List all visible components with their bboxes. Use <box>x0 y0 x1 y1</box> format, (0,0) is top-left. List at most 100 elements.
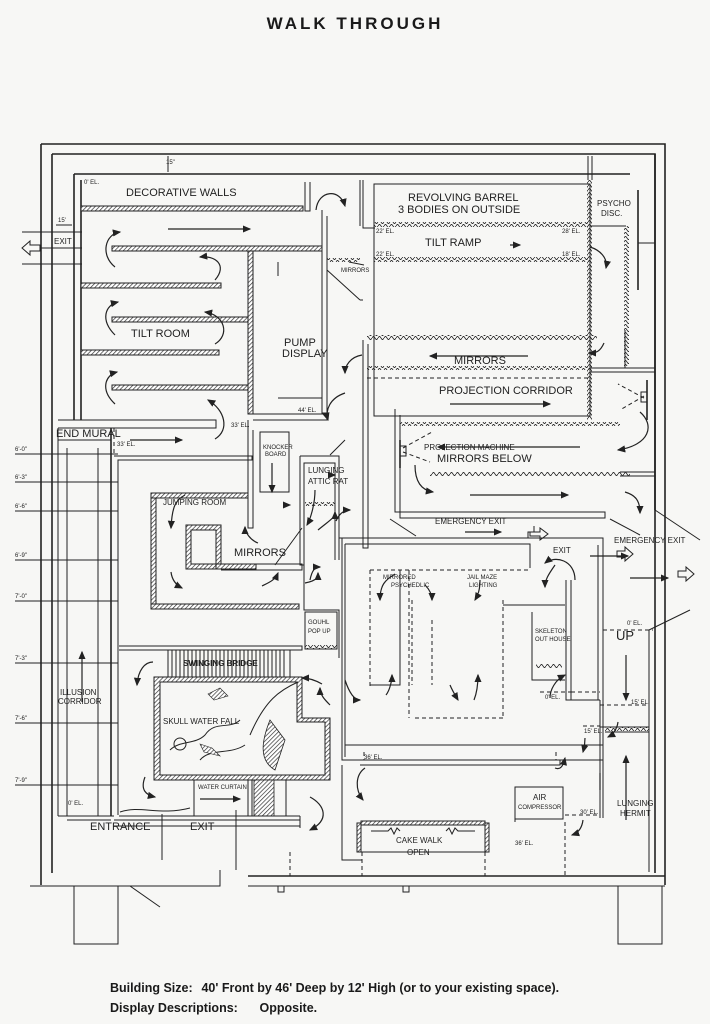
display-descriptions-row: Display Descriptions: Opposite. <box>110 998 559 1018</box>
label-pop-up: POP UP <box>308 629 331 635</box>
el-44: 44' EL. <box>298 408 317 414</box>
label-skeleton: SKELETON <box>535 629 567 635</box>
label-swinging-bridge: SWINGING BRIDGE <box>183 659 258 668</box>
el-22-a: 22' EL. <box>376 229 395 235</box>
mirror-diagonals <box>326 258 365 301</box>
label-mirrors-jumping: MIRRORS <box>234 547 286 559</box>
label-skull-water-fall: SKULL WATER FALL <box>163 717 240 726</box>
label-out-house: OUT HOUSE <box>535 637 571 643</box>
dimension-marks <box>56 156 169 226</box>
label-corridor: CORRIDOR <box>58 697 102 706</box>
label-lighting: LIGHTING <box>469 583 498 589</box>
display-descriptions-label: Display Descriptions: <box>110 1001 238 1015</box>
height-6-6: 6'-6" <box>15 504 27 510</box>
el-36-b: 36' EL. <box>515 841 534 847</box>
footer-specs: Building Size: 40' Front by 46' Deep by … <box>110 978 559 1018</box>
maze-area <box>339 537 604 761</box>
label-lunging: LUNGING <box>308 466 344 475</box>
illusion-corridor-area <box>57 428 301 827</box>
el-33-b: 33' EL. <box>117 442 136 448</box>
label-jail-maze: JAIL MAZE <box>467 575 497 581</box>
label-air: AIR <box>533 793 547 802</box>
label-end-mural: END MURAL <box>56 428 121 440</box>
label-emergency-exit-2: EMERGENCY EXIT <box>614 536 686 545</box>
label-disc: DISC. <box>601 209 622 218</box>
projection-corridors <box>362 144 701 549</box>
height-6-3: 6'-3" <box>15 475 27 481</box>
label-lunging-hermit-2: HERMIT <box>620 809 651 818</box>
label-compressor: COMPRESSOR <box>518 805 562 811</box>
el-28: 28' EL. <box>562 229 581 235</box>
skull-waterfall-area <box>119 649 331 828</box>
label-illusion: ILLUSION <box>60 688 97 697</box>
exit-left-arrow-icon <box>21 239 41 257</box>
label-board: BOARD <box>265 452 287 458</box>
label-decorative-walls: DECORATIVE WALLS <box>126 187 237 199</box>
building-size-row: Building Size: 40' Front by 46' Deep by … <box>110 978 559 998</box>
label-tilt-room: TILT ROOM <box>131 328 190 340</box>
gouhl-pop-up <box>119 611 338 651</box>
label-lunging-hermit-1: LUNGING <box>617 799 653 808</box>
label-tilt-ramp: TILT RAMP <box>425 237 481 249</box>
height-7-0: 7'-0" <box>15 594 27 600</box>
el-36: 36' EL. <box>364 755 383 761</box>
label-jumping-room: JUMPING ROOM <box>163 498 226 507</box>
jumping-room <box>150 492 340 658</box>
el-33-a: 33' EL. <box>231 423 250 429</box>
el-22-b: 22' EL. <box>376 252 395 258</box>
label-exit-bottom: EXIT <box>190 821 215 833</box>
label-attic-rat: ATTIC RAT <box>308 477 348 486</box>
label-up: UP <box>616 628 634 643</box>
el-18: 18' EL. <box>562 252 581 258</box>
right-column <box>289 609 691 876</box>
el-15-b: 15' EL. <box>584 729 603 735</box>
height-6-0: 6'-0" <box>15 447 27 453</box>
label-revolving-barrel-1: REVOLVING BARREL <box>408 192 518 204</box>
label-pump: PUMP <box>284 337 316 349</box>
label-knocker: KNOCKER <box>263 445 293 451</box>
dim-top-gap: 15" <box>166 160 175 166</box>
revolving-barrel-block <box>359 156 655 420</box>
label-mirrors-corridor: MIRRORS <box>454 355 506 367</box>
page-title: WALK THROUGH <box>266 14 444 33</box>
el-0-bottom: 0' EL. <box>68 801 83 807</box>
label-projection-corridor: PROJECTION CORRIDOR <box>439 385 573 397</box>
el-0-top: 0' EL. <box>84 180 99 186</box>
label-psycho: PSYCHO <box>597 199 631 208</box>
footings <box>73 810 663 945</box>
label-revolving-barrel-2: 3 BODIES ON OUTSIDE <box>398 204 520 216</box>
label-mirrored: MIRRORED <box>383 575 416 581</box>
label-projection-machine: PROJECTION MACHINE <box>424 443 515 452</box>
labels: DECORATIVE WALLS REVOLVING BARREL 3 BODI… <box>15 160 686 857</box>
el-30: 30' EL. <box>580 810 599 816</box>
height-7-6: 7'-6" <box>15 716 27 722</box>
el-15-a: 15' EL. <box>631 700 650 706</box>
label-psychedlic: PSYCHEDLIC <box>391 583 430 589</box>
height-7-9: 7'-9" <box>15 778 27 784</box>
building-size-value: 40' Front by 46' Deep by 12' High (or to… <box>201 981 560 995</box>
label-emergency-exit-1: EMERGENCY EXIT <box>435 517 507 526</box>
tilt-room-walls <box>80 182 328 415</box>
label-exit-left: EXIT <box>54 237 72 246</box>
pump-display-room <box>58 250 328 429</box>
dim-left-gap: 15' <box>58 218 66 224</box>
el-0-right: 0' EL. <box>627 621 642 627</box>
flow-arrows <box>78 193 670 837</box>
el-0-mid: 0' EL. <box>545 695 560 701</box>
label-mirrors-top: MIRRORS <box>341 268 369 274</box>
label-water-curtain: WATER CURTAIN <box>198 785 247 791</box>
label-gouhl: GOUHL <box>308 620 330 626</box>
height-scale <box>15 453 118 786</box>
cake-walk <box>356 820 490 876</box>
label-open: OPEN <box>407 848 430 857</box>
label-entrance: ENTRANCE <box>90 821 151 833</box>
height-7-3: 7'-3" <box>15 656 27 662</box>
exit-arrows <box>21 231 695 583</box>
building-size-label: Building Size: <box>110 981 193 995</box>
label-display: DISPLAY <box>282 348 328 360</box>
label-exit-maze: EXIT <box>553 546 571 555</box>
display-descriptions-value: Opposite. <box>259 1001 318 1015</box>
label-mirrors-below: MIRRORS BELOW <box>437 453 532 465</box>
height-6-9: 6'-9" <box>15 553 27 559</box>
